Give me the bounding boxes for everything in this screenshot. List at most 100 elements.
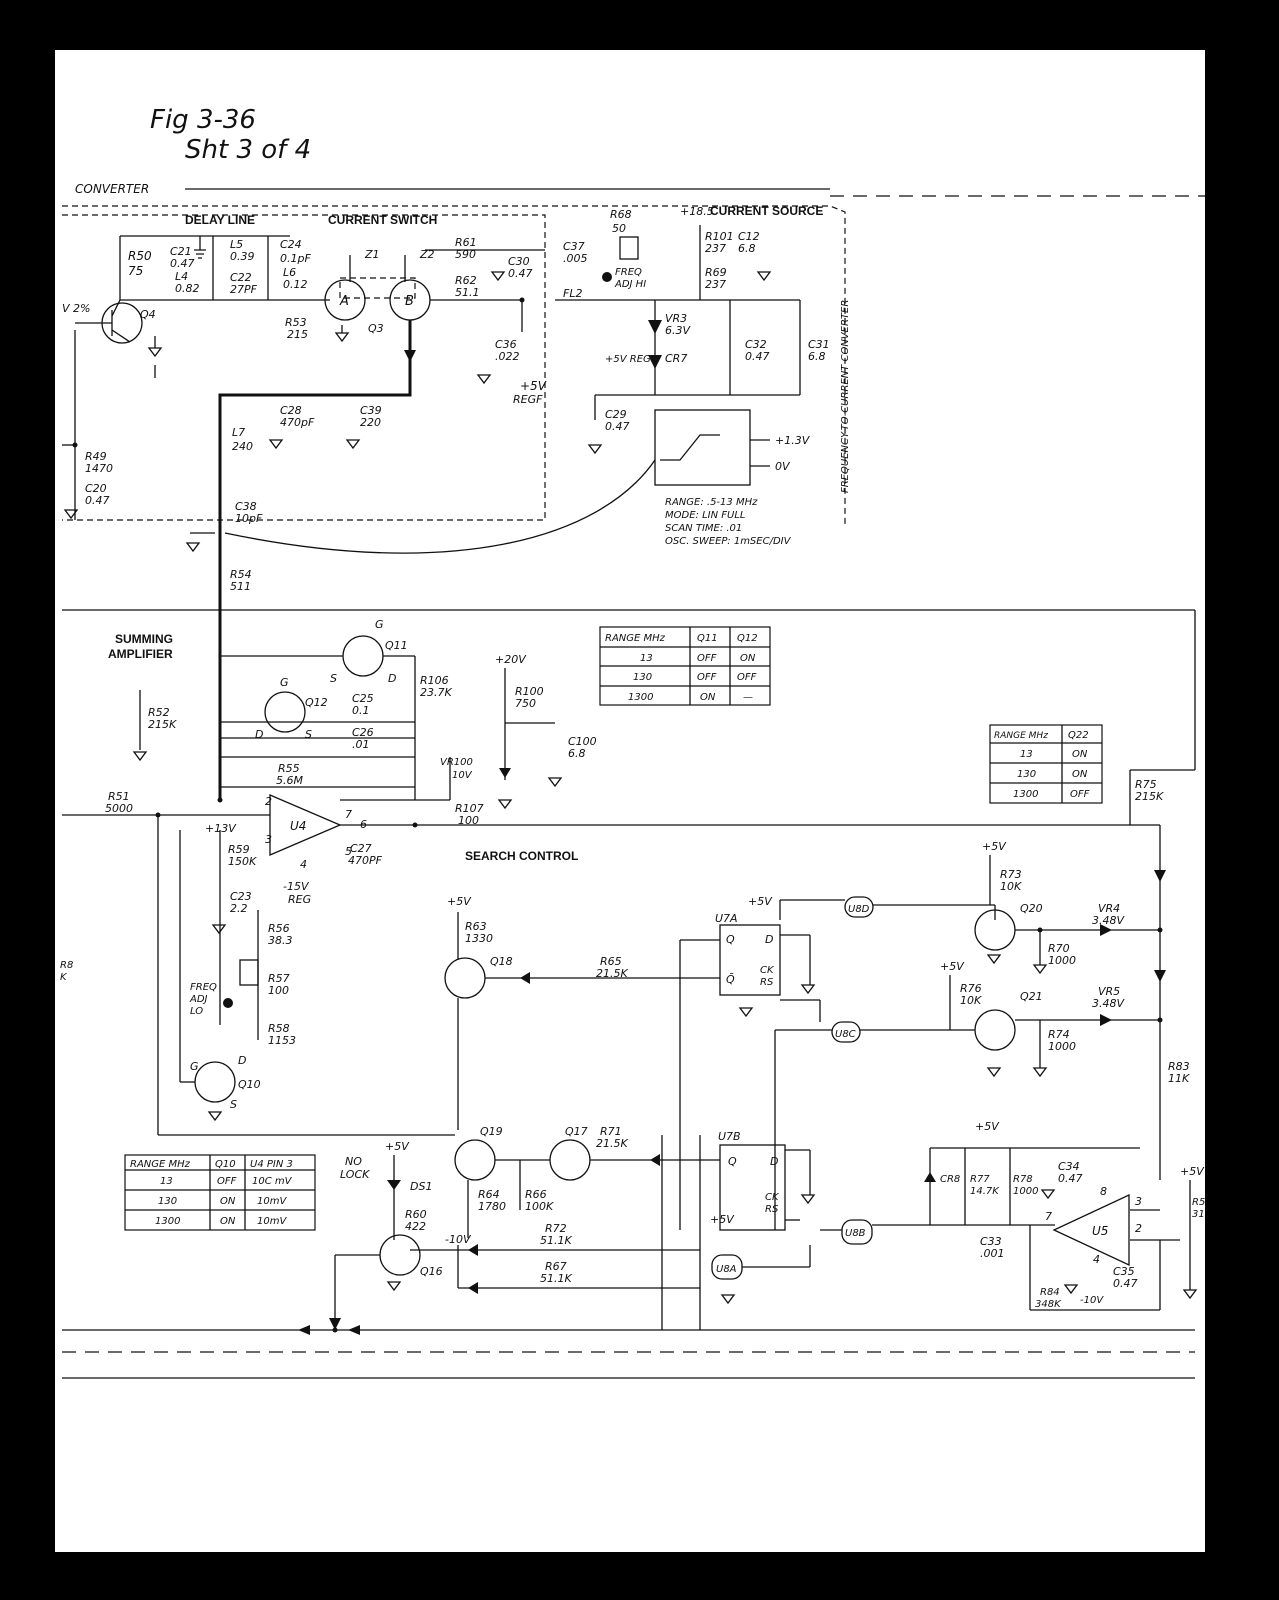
q10-table-cell: 10mV [257,1216,287,1227]
r49-label: R49 [85,450,107,463]
q17-label: Q17 [565,1125,588,1138]
r106-label: R106 [420,674,449,687]
r50-value: 75 [128,264,143,278]
u7b-rs: RS [765,1204,779,1215]
r58-label: R58 [268,1022,290,1035]
u5-supply: +5V [975,1120,1000,1133]
q19-transistor [454,1139,496,1181]
vr4-zener-icon [1100,924,1112,936]
r76-value: 10K [960,994,982,1007]
c30-value: 0.47 [508,267,533,280]
q12-label: Q12 [305,696,328,709]
q3a-transistor [324,279,366,321]
r60-label: R60 [405,1208,427,1221]
q18-supply: +5V [447,895,472,908]
r56-label: R56 [268,922,290,935]
u4-pin5: 5 [345,845,352,858]
r63-value: 1330 [465,932,493,945]
u7b-q: Q [728,1155,737,1168]
r72-label: R72 [545,1222,567,1235]
q11-table-cell: 130 [633,672,652,683]
c23-label: C23 [230,890,252,903]
sheet-number: Sht 3 of 4 [185,135,311,165]
u8d-label: U8D [848,904,870,915]
p5vreg-label: +5V REG [605,354,651,365]
c39-value: 220 [360,416,381,429]
u4-opamp [269,794,342,856]
freq-adj-hi-pot[interactable] [602,272,612,282]
u7a-d: D [765,933,773,946]
q12-s: S [305,728,312,741]
c32-label: C32 [745,338,767,351]
q18-label: Q18 [490,955,513,968]
q11-d: D [388,672,396,685]
c12-value: 6.8 [738,242,756,255]
vr3-value: 6.3V [665,324,691,337]
r55-label: R55 [278,762,300,775]
current-switch-title: CURRENT SWITCH [328,213,437,227]
r69-label: R69 [705,266,727,279]
q11-table-cell: OFF [697,672,717,683]
q10-u4-table [124,1154,316,1231]
r49-value: 1470 [85,462,113,475]
q12-fet [264,691,306,733]
u8c-label: U8C [835,1029,856,1040]
p18v5-label: +18.5 [680,205,714,218]
r101-value: 237 [705,242,726,255]
summing-title-1: SUMMING [115,632,173,646]
u5-pin8: 8 [1100,1185,1107,1198]
r66-label: R66 [525,1188,547,1201]
q11-table-cell: 1300 [628,692,653,703]
q22-table-h0: RANGE MHz [994,731,1048,741]
c25-label: C25 [352,692,374,705]
u7a-supply: +5V [748,895,773,908]
u5-pin2: 2 [1135,1222,1142,1235]
r107-value: 100 [458,814,479,827]
c33-label: C33 [980,1235,1002,1248]
c27-value: 470PF [348,854,383,867]
ds1-supply: +5V [385,1140,410,1153]
r60-value: 422 [405,1220,426,1233]
q10-table-h0: RANGE MHz [130,1159,191,1170]
c31-value: 6.8 [808,350,826,363]
q11-q12-table [599,626,771,706]
q10-table-cell: 13 [160,1176,173,1187]
c24-label: C24 [280,238,302,251]
r84-label: R84 [1040,1287,1060,1298]
q10-table-cell: 130 [158,1196,177,1207]
r62-value: 51.1 [455,286,480,299]
l4-value: 0.82 [175,282,200,295]
c35-value: 0.47 [1113,1277,1138,1290]
u5-pin4: 4 [1093,1253,1100,1266]
c22-label: C22 [230,271,252,284]
search-control-title: SEARCH CONTROL [465,849,578,863]
q22-table-cell: 130 [1017,769,1036,780]
r78-label: R78 [1013,1174,1033,1185]
r53-label: R53 [285,316,307,329]
u5-pin7: 7 [1045,1210,1052,1223]
c28-value: 470pF [280,416,315,429]
r51-value: 5000 [105,802,133,815]
q19-label: Q19 [480,1125,503,1138]
c21-value: 0.47 [170,257,195,270]
r73-label: R73 [1000,868,1022,881]
u5-opamp [1052,1193,1130,1267]
q10-table-cell: 10C mV [252,1176,293,1187]
scope-sweep: OSC. SWEEP: 1mSEC/DIV [665,536,792,547]
q22-table-cell: 1300 [1013,789,1038,800]
r55-value: 5.6M [276,774,303,787]
c32-value: 0.47 [745,350,770,363]
freq-adj-lo-pot[interactable] [223,998,233,1008]
c29-value: 0.47 [605,420,630,433]
r76-label: R76 [960,982,982,995]
r52-label: R52 [148,706,170,719]
r70-label: R70 [1048,942,1070,955]
u7a-label: U7A [715,912,738,925]
m15v-label: -15V [283,880,310,893]
r5-label: R5 [1192,1197,1205,1208]
u8a-supply: +5V [710,1213,735,1226]
r68-label: R68 [610,208,632,221]
c28-label: C28 [280,404,302,417]
q10-table-cell: OFF [217,1176,237,1187]
current-source-title: CURRENT SOURCE [710,204,823,218]
